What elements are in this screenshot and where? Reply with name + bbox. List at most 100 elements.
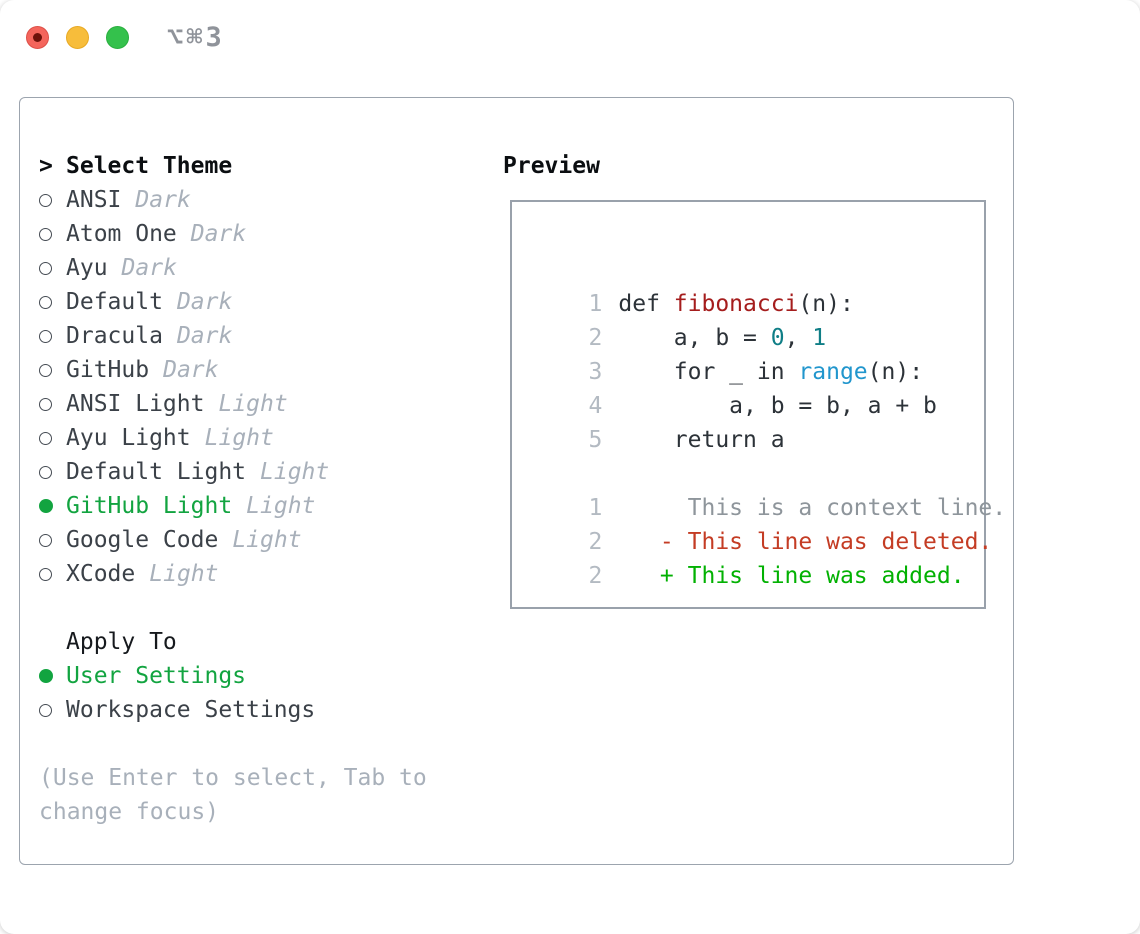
close-button[interactable] [26, 26, 49, 49]
theme-name: Google Code [66, 527, 219, 553]
code-segment-context: This is a context line. [618, 495, 1007, 521]
theme-variant-label: Light [218, 391, 288, 417]
preview-header: Preview [503, 153, 600, 179]
radio-slot [39, 261, 66, 275]
line-code: for _ in range(n): [618, 359, 923, 385]
select-theme-header-row: > Select Theme [39, 149, 469, 183]
radio-icon [39, 397, 52, 411]
line-code: This is a context line. [618, 495, 1007, 521]
radio-icon [39, 533, 52, 547]
theme-name: XCode [66, 561, 136, 587]
line-number: 2 [588, 529, 603, 555]
theme-variant-label: Light [149, 561, 219, 587]
theme-option-ansi-light[interactable]: ANSI Light Light [39, 387, 469, 421]
spacer [39, 727, 469, 761]
line-number: 4 [588, 393, 603, 419]
theme-variant-label: Dark [176, 289, 233, 315]
apply-to-list: User Settings Workspace Settings [39, 659, 469, 727]
preview-line: 2 + This line was added. [533, 525, 984, 589]
preview-line: 2 - This line was deleted. [533, 491, 993, 555]
apply-to-header: Apply To [66, 629, 177, 655]
theme-option-ayu-light[interactable]: Ayu Light Light [39, 421, 469, 455]
line-code: a, b = b, a + b [618, 393, 937, 419]
line-number: 1 [588, 291, 603, 317]
line-code: a, b = 0, 1 [618, 325, 826, 351]
line-code: + This line was added. [618, 563, 965, 589]
apply-option-workspace-settings[interactable]: Workspace Settings [39, 693, 469, 727]
preview-line: 2 a, b = 0, 1 [533, 287, 984, 351]
radio-slot [39, 431, 66, 445]
apply-option-label: User Settings [66, 663, 247, 689]
theme-option-github-light[interactable]: GitHub Light Light [39, 489, 469, 523]
theme-option-ayu[interactable]: Ayu Dark [39, 251, 469, 285]
apply-option-label: Workspace Settings [66, 697, 316, 723]
code-segment-code: return a [618, 427, 785, 453]
theme-variant-label: Dark [176, 323, 233, 349]
theme-list-section: > Select Theme ANSI Dark Atom One Dark A… [39, 149, 469, 829]
line-number: 5 [588, 427, 603, 453]
theme-name: Default Light [66, 459, 247, 485]
code-segment-code: a, b = [618, 325, 771, 351]
theme-list: ANSI Dark Atom One Dark Ayu Dark Default… [39, 183, 469, 591]
theme-option-ansi[interactable]: ANSI Dark [39, 183, 469, 217]
theme-name: ANSI [66, 187, 122, 213]
radio-icon [39, 669, 53, 683]
theme-variant-label: Light [232, 527, 302, 553]
radio-icon [39, 295, 52, 309]
theme-variant-label: Light [260, 459, 330, 485]
spacer [39, 591, 469, 625]
radio-slot [39, 465, 66, 479]
radio-slot [39, 533, 66, 547]
titlebar: ⌥⌘3 [0, 0, 1140, 97]
radio-slot [39, 329, 66, 343]
cursor-prefix: > [39, 153, 53, 179]
theme-name: ANSI Light [66, 391, 205, 417]
code-segment-func: fibonacci [673, 291, 799, 317]
theme-option-github[interactable]: GitHub Dark [39, 353, 469, 387]
line-code: - This line was deleted. [618, 529, 992, 555]
radio-icon [39, 329, 52, 343]
theme-variant-label: Dark [190, 221, 247, 247]
radio-slot [39, 295, 66, 309]
window-title: ⌥⌘3 [167, 22, 225, 53]
theme-option-xcode[interactable]: XCode Light [39, 557, 469, 591]
radio-icon [39, 465, 52, 479]
theme-option-dracula[interactable]: Dracula Dark [39, 319, 469, 353]
line-number: 3 [588, 359, 603, 385]
line-number: 2 [588, 563, 603, 589]
code-segment-code: a, b = b, a + b [618, 393, 937, 419]
radio-slot [39, 397, 66, 411]
radio-slot [39, 499, 66, 513]
radio-icon [39, 193, 52, 207]
code-segment-code: def [618, 291, 674, 317]
close-dot-icon [33, 33, 42, 42]
theme-option-default-light[interactable]: Default Light Light [39, 455, 469, 489]
theme-option-atom-one[interactable]: Atom One Dark [39, 217, 469, 251]
select-theme-header: Select Theme [66, 153, 233, 179]
apply-option-user-settings[interactable]: User Settings [39, 659, 469, 693]
theme-variant-label: Light [204, 425, 274, 451]
radio-slot [39, 227, 66, 241]
theme-variant-label: Dark [135, 187, 191, 213]
radio-icon [39, 227, 52, 241]
code-segment-num: 0 [770, 325, 785, 351]
code-segment-deleted: - This line was deleted. [618, 529, 993, 555]
code-segment-num: 1 [812, 325, 827, 351]
theme-option-default[interactable]: Default Dark [39, 285, 469, 319]
minimize-button[interactable] [66, 26, 89, 49]
line-number: 1 [588, 495, 603, 521]
traffic-lights [26, 26, 129, 49]
theme-picker-panel: > Select Theme ANSI Dark Atom One Dark A… [19, 97, 1014, 865]
theme-name: Ayu Light [66, 425, 191, 451]
theme-name: Ayu [66, 255, 108, 281]
radio-icon [39, 703, 52, 717]
theme-variant-label: Dark [163, 357, 219, 383]
theme-name: GitHub Light [66, 493, 233, 519]
maximize-button[interactable] [106, 26, 129, 49]
theme-variant-label: Light [246, 493, 316, 519]
theme-option-google-code[interactable]: Google Code Light [39, 523, 469, 557]
